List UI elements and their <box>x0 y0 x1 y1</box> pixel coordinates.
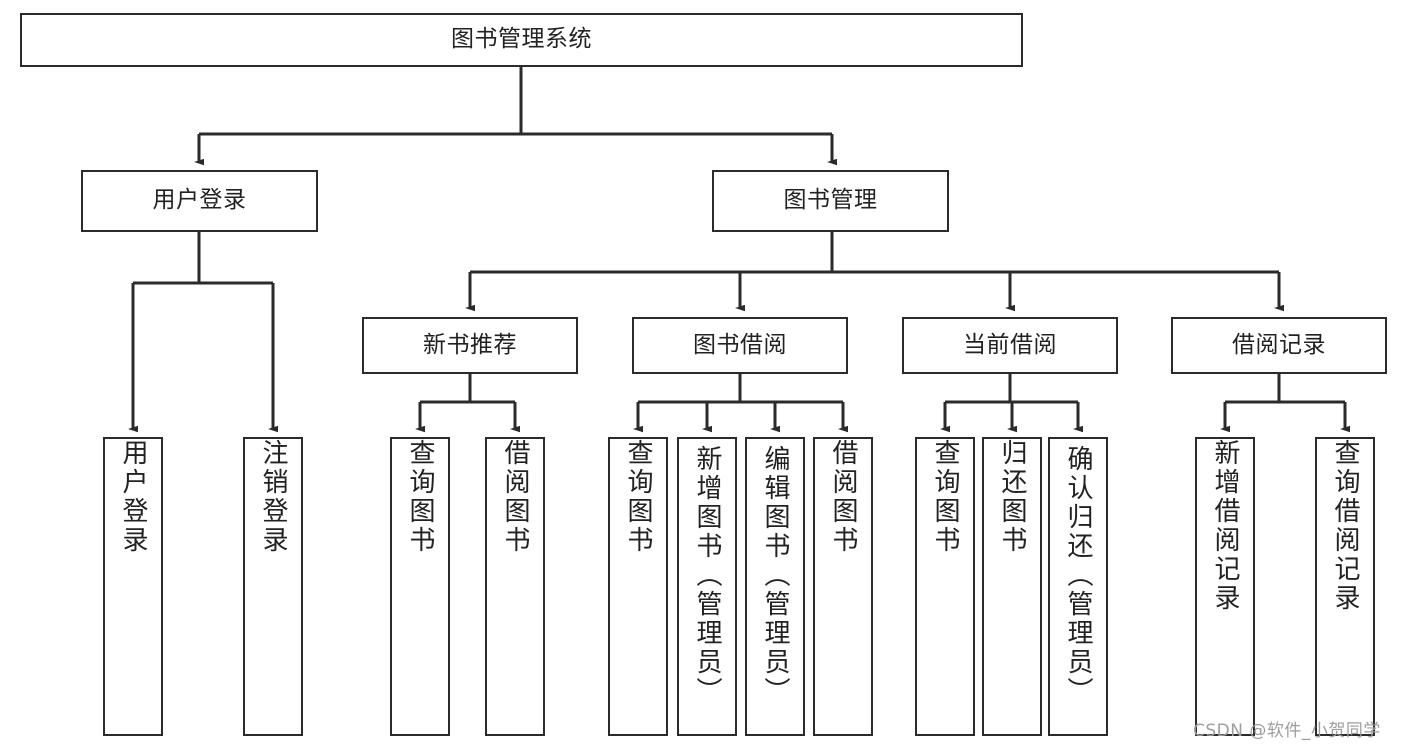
node-label: 查询图书 <box>623 439 653 555</box>
node-borrow-record[interactable]: 借阅记录 <box>1171 317 1387 374</box>
leaf-add-book[interactable]: 新增图书（管理员） <box>677 437 737 736</box>
leaf-query-book-recommend[interactable]: 查询图书 <box>390 437 450 736</box>
node-label: 借阅图书 <box>828 439 858 555</box>
node-label: 编辑图书（管理员） <box>760 445 790 706</box>
leaf-query-borrow-record[interactable]: 查询借阅记录 <box>1315 437 1375 736</box>
leaf-add-borrow-record[interactable]: 新增借阅记录 <box>1195 437 1255 736</box>
node-new-book-recommend[interactable]: 新书推荐 <box>362 317 578 374</box>
node-book-manage[interactable]: 图书管理 <box>712 170 949 232</box>
leaf-borrow-book-recommend[interactable]: 借阅图书 <box>485 437 545 736</box>
node-label: 新增图书（管理员） <box>692 445 722 706</box>
node-label: 借阅图书 <box>500 439 530 555</box>
csdn-watermark: CSDN @软件_小贺同学 <box>1193 721 1381 741</box>
node-current-borrow[interactable]: 当前借阅 <box>902 317 1118 374</box>
node-label: 图书管理系统 <box>451 26 592 53</box>
leaf-edit-book[interactable]: 编辑图书（管理员） <box>745 437 805 736</box>
leaf-logout-login[interactable]: 注销登录 <box>243 437 303 736</box>
node-label: 用户登录 <box>152 187 247 214</box>
node-label: 用户登录 <box>118 439 148 555</box>
leaf-user-login[interactable]: 用户登录 <box>103 437 163 736</box>
leaf-query-book-borrow[interactable]: 查询图书 <box>608 437 668 736</box>
node-label: 查询图书 <box>930 439 960 555</box>
node-label: 当前借阅 <box>963 331 1057 358</box>
node-label: 注销登录 <box>258 439 288 555</box>
node-label: 新书推荐 <box>423 331 517 358</box>
node-label: 确认归还（管理员） <box>1063 445 1093 706</box>
node-label: 新增借阅记录 <box>1210 439 1240 613</box>
node-label: 图书管理 <box>783 187 878 214</box>
leaf-confirm-return[interactable]: 确认归还（管理员） <box>1048 437 1108 736</box>
node-label: 借阅记录 <box>1232 331 1326 358</box>
node-book-borrow[interactable]: 图书借阅 <box>632 317 848 374</box>
node-label: 查询借阅记录 <box>1330 439 1360 613</box>
node-label: 归还图书 <box>997 439 1027 555</box>
leaf-borrow-book[interactable]: 借阅图书 <box>813 437 873 736</box>
leaf-return-book[interactable]: 归还图书 <box>982 437 1042 736</box>
node-user-login[interactable]: 用户登录 <box>81 170 318 232</box>
node-label: 查询图书 <box>405 439 435 555</box>
leaf-query-book-current[interactable]: 查询图书 <box>915 437 975 736</box>
node-label: 图书借阅 <box>693 331 787 358</box>
node-root-system[interactable]: 图书管理系统 <box>20 13 1023 67</box>
